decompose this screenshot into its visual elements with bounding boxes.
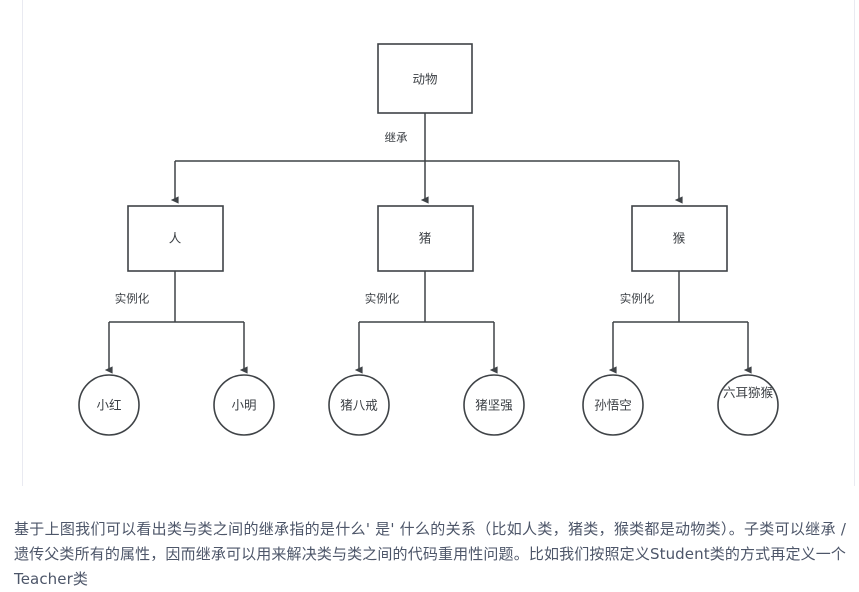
diagram-panel: 动物 继承 人 实例化 猪 实例化 猴 实例化 小红 bbox=[22, 0, 855, 486]
node-instance-1-1-label: 猪坚强 bbox=[475, 398, 513, 413]
edge-label-instantiate-1: 实例化 bbox=[365, 292, 400, 306]
edge-label-inheritance: 继承 bbox=[385, 131, 408, 145]
node-instance-0-1-label: 小明 bbox=[231, 398, 256, 413]
node-root-box[interactable] bbox=[377, 43, 473, 114]
node-instance-1-0-circle[interactable] bbox=[328, 374, 390, 436]
inheritance-tree-diagram: 动物 继承 人 实例化 猪 实例化 猴 实例化 小红 bbox=[78, 43, 779, 436]
edge-label-instantiate-2: 实例化 bbox=[620, 292, 655, 306]
caption-paragraph: 基于上图我们可以看出类与类之间的继承指的是什么' 是' 什么的关系（比如人类，猪… bbox=[14, 520, 846, 588]
node-instance-2-0-circle[interactable] bbox=[582, 374, 644, 436]
node-instance-0-1-circle[interactable] bbox=[213, 374, 275, 436]
node-root-label: 动物 bbox=[412, 72, 437, 87]
node-class-2-label: 猴 bbox=[673, 231, 686, 246]
node-instance-1-1-circle[interactable] bbox=[463, 374, 525, 436]
node-class-0-label: 人 bbox=[169, 231, 182, 246]
node-instance-2-0-label: 孙悟空 bbox=[594, 398, 632, 413]
node-instance-2-1-label-wrap: 六耳猕猴 bbox=[722, 385, 773, 400]
node-instance-0-0-circle[interactable] bbox=[78, 374, 140, 436]
node-instance-0-0-label: 小红 bbox=[96, 398, 121, 413]
node-instance-1-0-label: 猪八戒 bbox=[340, 398, 378, 413]
node-class-1-label: 猪 bbox=[419, 231, 432, 246]
node-instance-2-1-label: 六耳猕猴 bbox=[722, 385, 773, 400]
node-instance-2-1-circle[interactable] bbox=[717, 374, 779, 436]
edge-label-instantiate-0: 实例化 bbox=[115, 292, 150, 306]
